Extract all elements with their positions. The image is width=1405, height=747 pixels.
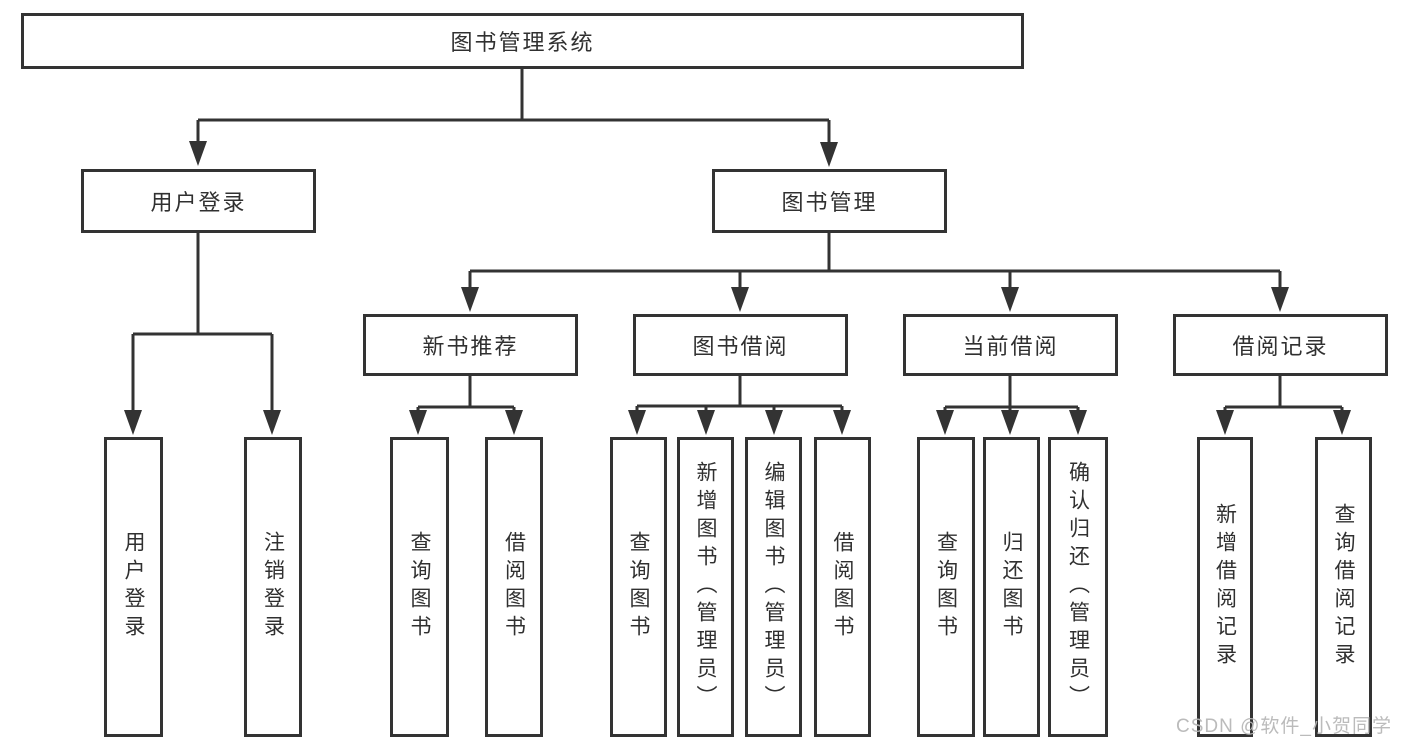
node-current-borrow-label: 当前借阅 <box>962 334 1059 359</box>
node-borrow-books-leaf-label: 借阅图书 <box>831 531 854 643</box>
node-user-login-leaf: 用户登录 <box>104 437 163 737</box>
node-logout: 注销登录 <box>244 437 302 737</box>
node-borrow-books-leaf: 借阅图书 <box>814 437 871 737</box>
node-return-books: 归还图书 <box>983 437 1040 737</box>
node-user-login-label: 用户登录 <box>150 190 247 215</box>
node-query-borrow-record-label: 查询借阅记录 <box>1332 503 1355 671</box>
node-add-borrow-record-label: 新增借阅记录 <box>1213 503 1237 671</box>
node-book-borrow: 图书借阅 <box>633 314 848 376</box>
node-query-books-recommend-label: 查询图书 <box>408 531 431 643</box>
node-borrow-records: 借阅记录 <box>1173 314 1388 376</box>
arrowheads <box>124 141 1351 435</box>
node-query-books-borrow: 查询图书 <box>610 437 667 737</box>
node-query-books-current-label: 查询图书 <box>934 531 958 643</box>
node-confirm-return-admin-label: 确认归还（管理员） <box>1066 461 1090 713</box>
node-edit-book-admin: 编辑图书（管理员） <box>745 437 802 737</box>
node-borrow-books-recommend: 借阅图书 <box>485 437 543 737</box>
node-new-book-recommend: 新书推荐 <box>363 314 578 376</box>
node-add-book-admin-label: 新增图书（管理员） <box>694 461 717 713</box>
node-edit-book-admin-label: 编辑图书（管理员） <box>762 461 785 713</box>
node-book-borrow-label: 图书借阅 <box>692 334 789 359</box>
node-query-books-current: 查询图书 <box>917 437 975 737</box>
node-query-books-borrow-label: 查询图书 <box>627 531 650 643</box>
node-add-book-admin: 新增图书（管理员） <box>677 437 734 737</box>
node-user-login: 用户登录 <box>81 169 316 233</box>
node-user-login-leaf-label: 用户登录 <box>122 531 145 643</box>
node-current-borrow: 当前借阅 <box>903 314 1118 376</box>
node-book-management-label: 图书管理 <box>781 190 878 215</box>
node-query-borrow-record: 查询借阅记录 <box>1315 437 1372 737</box>
node-return-books-label: 归还图书 <box>1000 531 1023 643</box>
node-new-book-recommend-label: 新书推荐 <box>422 334 519 359</box>
node-borrow-books-recommend-label: 借阅图书 <box>502 531 526 643</box>
node-borrow-records-label: 借阅记录 <box>1232 334 1329 359</box>
node-library-system: 图书管理系统 <box>21 13 1024 69</box>
node-logout-label: 注销登录 <box>261 531 285 643</box>
node-query-books-recommend: 查询图书 <box>390 437 449 737</box>
node-confirm-return-admin: 确认归还（管理员） <box>1048 437 1108 737</box>
watermark-text: CSDN @软件_小贺同学 <box>1176 716 1392 737</box>
node-book-management: 图书管理 <box>712 169 947 233</box>
node-add-borrow-record: 新增借阅记录 <box>1197 437 1253 737</box>
node-library-system-label: 图书管理系统 <box>450 30 595 55</box>
